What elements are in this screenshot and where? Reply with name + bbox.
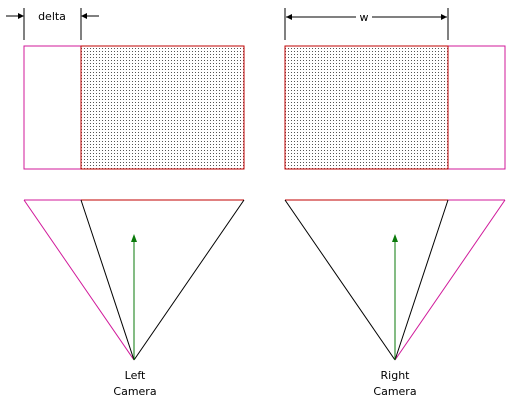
right-camera-label-line1: Right bbox=[381, 369, 411, 382]
right-frustum-overlap-edge bbox=[394, 199, 449, 361]
right-overlap-region bbox=[284, 45, 449, 170]
right-camera-label: Right Camera bbox=[373, 369, 416, 398]
left-overlap-region bbox=[80, 45, 245, 170]
arrow-up-icon bbox=[131, 234, 137, 242]
w-label: w bbox=[360, 11, 369, 24]
right-image-frame bbox=[284, 45, 506, 170]
left-camera-label-line1: Left bbox=[125, 369, 146, 382]
left-camera-frustum bbox=[23, 199, 245, 361]
left-frustum-inner-edge bbox=[133, 199, 245, 361]
left-frustum-overlap-edge bbox=[80, 199, 135, 361]
arrow-head-icon bbox=[81, 13, 87, 19]
right-camera-label-line2: Camera bbox=[373, 385, 416, 398]
left-frustum-outer-edge bbox=[23, 199, 135, 361]
arrow-head-icon bbox=[286, 14, 292, 20]
arrow-up-icon bbox=[392, 234, 398, 242]
arrow-head-icon bbox=[18, 13, 24, 19]
right-frustum-outer-edge bbox=[394, 199, 506, 361]
right-camera-frustum bbox=[284, 199, 506, 361]
arrow-head-icon bbox=[441, 14, 447, 20]
delta-label: delta bbox=[38, 10, 66, 23]
right-frustum-inner-edge bbox=[284, 199, 396, 361]
left-camera-label: Left Camera bbox=[113, 369, 156, 398]
left-image-frame bbox=[23, 45, 245, 170]
delta-dimension: delta bbox=[6, 8, 99, 40]
w-dimension: w bbox=[284, 8, 449, 40]
left-camera-label-line2: Camera bbox=[113, 385, 156, 398]
